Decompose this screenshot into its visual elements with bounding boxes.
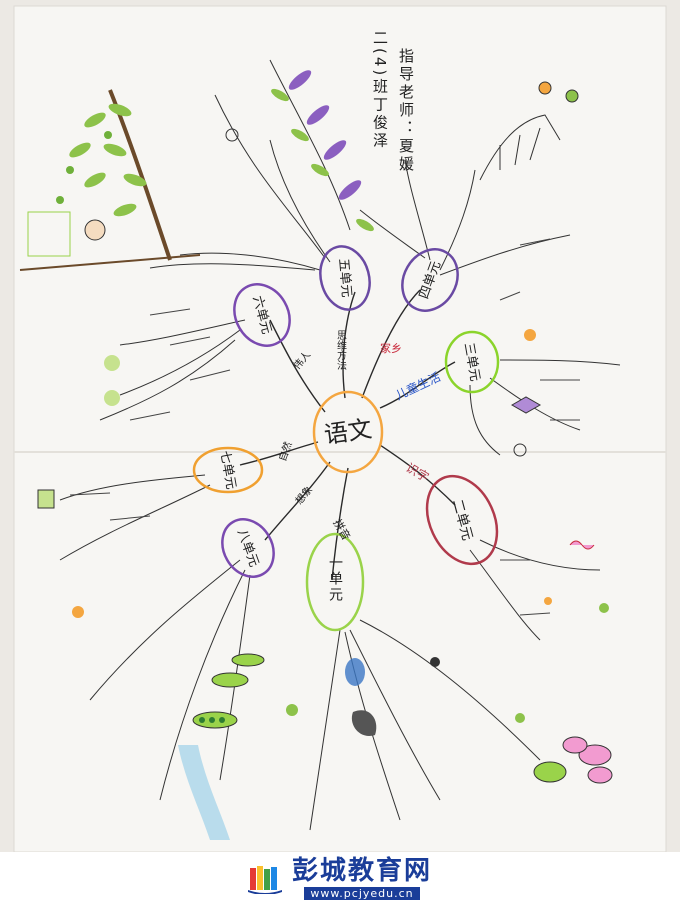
branch-label-u4: 家乡 xyxy=(380,341,402,355)
unit-7-node: 七单元 xyxy=(192,446,264,494)
brand-name: 彭城教育网 xyxy=(291,856,432,886)
title-line-1: 二(4)班丁俊泽 xyxy=(371,30,389,150)
brand-url: www.pcjyedu.cn xyxy=(304,887,420,900)
child-doodle xyxy=(27,211,106,257)
branch-label-u5: 思维方法 xyxy=(335,330,347,371)
unit-7-label: 七单元 xyxy=(217,450,239,491)
site-watermark-footer: 彭城教育网 www.pcjyedu.cn xyxy=(0,852,680,906)
tree-doodle xyxy=(19,89,201,271)
flower-doodle xyxy=(515,713,613,784)
peapod-doodle xyxy=(192,653,298,729)
center-bubble xyxy=(312,390,384,474)
sub-branches xyxy=(59,94,621,831)
mountain-doodle xyxy=(479,81,579,181)
unit-5-label: 五单元 xyxy=(335,258,353,298)
small-doodles xyxy=(37,128,609,736)
center-label: 语文 xyxy=(322,415,373,449)
title-line-2: 指导老师：夏媛 xyxy=(397,48,415,174)
unit-1-label: 一单元 xyxy=(327,555,343,603)
mind-map-drawing: 二(4)班丁俊泽 指导老师：夏媛 xyxy=(13,5,667,852)
unit-1-node: 一单元 xyxy=(305,532,365,632)
main-branches xyxy=(239,289,456,581)
handwriting-scribbles xyxy=(69,238,580,616)
unit-5-node: 五单元 xyxy=(319,245,371,311)
unit-3-node: 三单元 xyxy=(444,330,500,394)
river-doodle xyxy=(178,745,230,840)
brand-block: 彭城教育网 www.pcjyedu.cn xyxy=(292,858,432,900)
books-logo-icon xyxy=(247,866,282,894)
wheat-doodle xyxy=(269,59,374,232)
unit-3-label: 三单元 xyxy=(461,342,483,383)
